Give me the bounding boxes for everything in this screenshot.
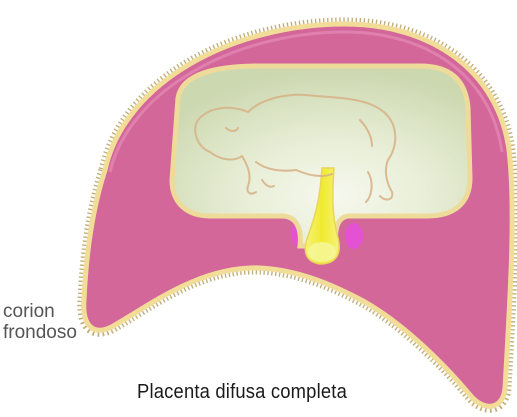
magenta-accent-right: [345, 223, 363, 249]
corion-label-line1: corion: [3, 301, 77, 322]
cord-base-highlight: [308, 242, 336, 262]
corion-label-line2: frondoso: [3, 322, 77, 343]
corion-frondoso-label: corion frondoso: [3, 301, 77, 343]
diagram-caption: Placenta difusa completa: [137, 381, 347, 404]
